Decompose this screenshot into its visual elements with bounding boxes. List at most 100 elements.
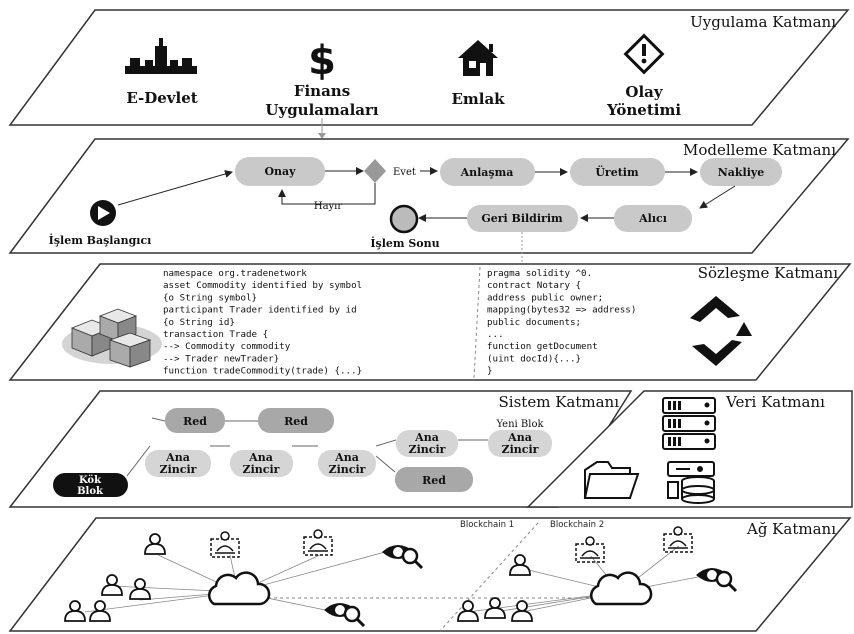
- flow-node-onay: [235, 157, 325, 186]
- app-item-olay-line1: Olay: [625, 83, 663, 101]
- chain-link: [151, 417, 166, 422]
- user-icon: [64, 600, 86, 622]
- process-end-label: İşlem Sonu: [370, 236, 439, 250]
- user-scan-icon: [663, 526, 693, 553]
- stacked-boxes-icon: [62, 308, 162, 368]
- system-layer-title: Sistem Katmanı: [499, 393, 620, 411]
- application-layer-plate: [8, 9, 850, 126]
- blockchain-divider: [439, 522, 539, 632]
- flow-node-nakliye: [700, 158, 782, 186]
- app-item-emlak: Emlak: [451, 90, 505, 108]
- app-item-olay-line2: Yönetimi: [606, 101, 681, 119]
- system-layer: Sistem Katmanı Red Red Ana Zincir Ana Zi…: [8, 390, 633, 508]
- network-layer: Ağ Katmanı Blockchain 1 Blockchain 2: [8, 517, 852, 632]
- dollar-icon: $: [308, 38, 336, 84]
- main-chain-block: Ana Zincir: [145, 450, 211, 477]
- main-chain-label: Zincir: [243, 463, 280, 476]
- database-server-icon: [667, 461, 715, 504]
- flow-node-anlasma: [440, 158, 535, 186]
- main-chain-label: Zincir: [502, 443, 539, 456]
- flow-node-onay-label: Onay: [264, 165, 296, 178]
- code-line: {o String symbol}: [163, 292, 257, 303]
- chain-link: [375, 455, 396, 473]
- main-chain-block: Ana Zincir: [230, 450, 293, 477]
- app-item-finans-line2: Uygulamaları: [265, 101, 379, 119]
- red-block: [258, 408, 334, 433]
- code-line: }: [487, 366, 493, 377]
- user-icon: [511, 600, 533, 622]
- sync-icon: [690, 296, 752, 366]
- main-chain-block: Ana Zincir: [488, 430, 552, 457]
- flow-arrow: [699, 185, 736, 209]
- code-right-block: pragma solidity ^0.contract Notary { add…: [487, 268, 636, 377]
- user-icon: [484, 597, 506, 619]
- contract-divider: [473, 266, 481, 379]
- application-layer-title: Uygulama Katmanı: [690, 13, 836, 31]
- network-layer-title: Ağ Katmanı: [746, 520, 836, 538]
- blockchain-1-label: Blockchain 1: [460, 520, 514, 530]
- red-block-label: Red: [284, 415, 308, 428]
- main-chain-block: Ana Zincir: [318, 450, 376, 477]
- main-chain-label: Ana: [414, 431, 439, 444]
- contract-layer: Sözleşme Katmanı namespace org.tradenetw…: [8, 263, 852, 381]
- cloud-icon: [589, 571, 653, 606]
- flow-node-geri-bildirim: [467, 205, 578, 232]
- contract-layer-title: Sözleşme Katmanı: [698, 264, 838, 282]
- eye-search-icon: [696, 568, 738, 593]
- process-start-label: İşlem Başlangıcı: [49, 233, 152, 247]
- user-icon: [509, 554, 531, 576]
- flow-node-anlasma-label: Anlaşma: [460, 166, 514, 179]
- code-line: mapping(bytes32 => address): [487, 305, 636, 316]
- application-layer: Uygulama Katmanı E-Devlet $ Finans Uygul…: [8, 9, 850, 126]
- root-block-label: Kök: [79, 475, 102, 486]
- cloud-icon: [207, 571, 271, 606]
- server-rack-icon: [662, 397, 716, 450]
- code-line: (uint docId){...}: [487, 353, 581, 364]
- user-scan-icon: [303, 529, 333, 556]
- data-layer-title: Veri Katmanı: [725, 393, 825, 411]
- flow-arrow: [117, 170, 233, 206]
- warning-icon: [623, 33, 665, 75]
- main-chain-label: Ana: [334, 451, 359, 464]
- main-chain-label: Zincir: [160, 463, 197, 476]
- code-line: --> Commodity commodity: [163, 341, 291, 352]
- code-line: namespace org.tradenetwork: [163, 268, 307, 279]
- code-line: ...: [487, 329, 504, 340]
- code-line: function getDocument: [487, 341, 598, 352]
- code-line: contract Notary {: [487, 280, 581, 291]
- flow-node-alici-label: Alıcı: [638, 212, 667, 225]
- modeling-layer-title: Modelleme Katmanı: [683, 141, 836, 159]
- flow-node-uretim: [570, 158, 665, 186]
- eye-search-icon: [324, 603, 366, 628]
- main-chain-label: Ana: [165, 451, 190, 464]
- blockchain-2-label: Blockchain 2: [550, 520, 604, 530]
- decision-no-label: Hayır: [314, 201, 343, 212]
- eye-search-icon: [382, 545, 424, 570]
- app-item-e-devlet: E-Devlet: [126, 89, 197, 107]
- data-layer: Veri Katmanı: [526, 390, 853, 508]
- user-icon: [89, 600, 111, 622]
- main-chain-label: Ana: [507, 431, 532, 444]
- end-event-icon: [389, 204, 419, 234]
- user-icon: [144, 533, 166, 555]
- red-block-label: Red: [422, 474, 446, 487]
- main-chain-label: Zincir: [409, 443, 446, 456]
- user-icon: [129, 578, 151, 600]
- flow-node-geri-bildirim-label: Geri Bildirim: [481, 212, 563, 225]
- play-icon: [98, 206, 110, 220]
- code-line: transaction Trade {: [163, 329, 268, 340]
- chain-link: [375, 439, 397, 447]
- code-line: address public owner;: [487, 292, 603, 303]
- network-nodes: [64, 526, 738, 628]
- main-chain-block: Ana Zincir: [396, 430, 458, 457]
- user-icon: [101, 574, 123, 596]
- user-icon: [457, 600, 479, 622]
- modeling-layer: Modelleme Katmanı İşlem Başlangıcı Onay …: [8, 138, 850, 254]
- code-line: {o String id}: [163, 317, 235, 328]
- code-line: public documents;: [487, 317, 581, 328]
- government-building-icon: [125, 38, 197, 74]
- code-line: function tradeCommodity(trade) {...}: [163, 366, 362, 377]
- decision-yes-label: Evet: [393, 167, 416, 178]
